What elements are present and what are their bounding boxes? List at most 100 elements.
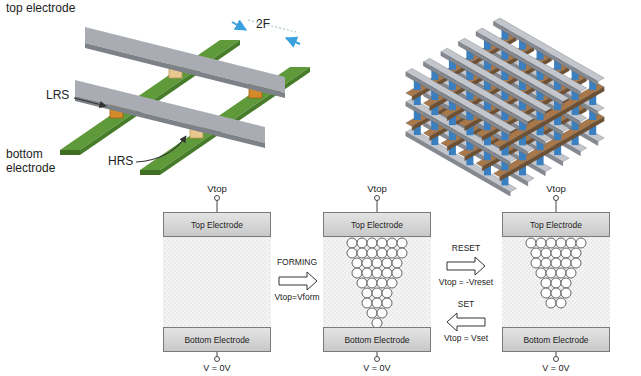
vacancy-dot [551,258,561,268]
part-label: Vtop [367,184,387,195]
part-label: V = 0V [363,363,390,373]
part-label: V = 0V [203,363,230,373]
part-label: RESET [452,244,480,254]
vacancy-dot [367,238,377,248]
vacancy-dot [372,258,382,268]
vacancy-dot [561,278,571,288]
electrode-label: Top Electrode [191,220,243,230]
part-label: HRS [108,155,133,169]
vacancy-dot [387,278,397,288]
part-label: bottom electrode [6,148,68,176]
vacancy-dot [566,268,576,278]
part-label: Vtop [546,184,566,195]
electrode-box: Bottom Electrode [323,327,431,352]
vacancy-dot [382,268,392,278]
vacancy-dot [551,288,561,298]
part-label: top electrode [6,2,84,16]
vacancy-dot [392,268,402,278]
vacancy-dot [357,248,367,258]
stack-part [406,68,517,132]
vacancy-dot [571,258,581,268]
switching-panels [163,196,610,362]
part-label: Vtop [207,184,227,195]
vacancy-dot [526,238,536,248]
electrode-box: Top Electrode [502,212,610,237]
vacancy-dot [377,238,387,248]
vacancy-dot [561,258,571,268]
vacancy-dot [531,258,541,268]
vacancy-dot [377,308,387,318]
vacancy-dot [387,238,397,248]
electrode-label: Bottom Electrode [344,335,409,345]
vacancy-dot [357,238,367,248]
vacancy-dot [362,258,372,268]
vacancy-dot [556,268,566,278]
vacancy-dot [367,308,377,318]
vacancy-dot [357,278,367,288]
electrode-label: Bottom Electrode [184,335,249,345]
vacancy-dot [382,258,392,268]
vacancy-dot [382,288,392,298]
vacancy-dot [367,248,377,258]
vacancy-dot [556,298,566,308]
vacancy-dot [561,288,571,298]
vacancy-dot [367,278,377,288]
part-label: V = 0V [542,363,569,373]
electrode-box: Bottom Electrode [163,327,271,352]
vacancy-dot [531,248,541,258]
vacancy-dot [566,238,576,248]
vacancy-dot [551,248,561,258]
part-label: Vtop = Vset [444,334,488,344]
vacancy-dot [546,298,556,308]
part-label: Vtop=Vform [274,293,319,303]
leader-lines [74,98,186,162]
vacancy-dot [362,298,372,308]
vacancy-dot [372,268,382,278]
vacancy-dot [382,298,392,308]
vacancy-dot [377,278,387,288]
electrode-box: Bottom Electrode [502,327,610,352]
part-label: LRS [46,89,69,103]
vacancy-dot [392,258,402,268]
vacancy-dot [536,268,546,278]
electrode-label: Bottom Electrode [523,335,588,345]
electrode-box: Top Electrode [323,212,431,237]
vacancy-dot [556,238,566,248]
vacancy-dot [541,248,551,258]
vacancy-dot [546,268,556,278]
vacancy-dot [377,248,387,258]
vacancy-dot [541,258,551,268]
vacancy-dot [571,248,581,258]
electrode-label: Top Electrode [530,220,582,230]
electrode-label: Top Electrode [351,220,403,230]
vacancy-dot [551,278,561,288]
vacancy-dot [372,298,382,308]
vacancy-dot [561,248,571,258]
vacancy-dot [541,288,551,298]
vacancy-dot [397,238,407,248]
vacancy-dot [352,268,362,278]
part-label: Vtop = -Vreset [439,278,493,288]
top-electrode-bars [75,27,285,148]
vacancy-dot [541,278,551,288]
vacancy-dot [397,248,407,258]
vacancy-dot [387,248,397,258]
vacancy-dot [362,268,372,278]
part-label: SET [458,300,475,310]
stacked-crossbar [406,18,604,196]
vacancy-dot [576,238,586,248]
conductive-filament [347,238,586,328]
part-label: FORMING [277,258,317,268]
vacancy-dot [347,238,357,248]
vacancy-dot [362,288,372,298]
part-label: 2F [256,18,270,32]
vacancy-dot [536,238,546,248]
vacancy-dot [372,288,382,298]
electrode-box: Top Electrode [163,212,271,237]
vacancy-dot [347,248,357,258]
